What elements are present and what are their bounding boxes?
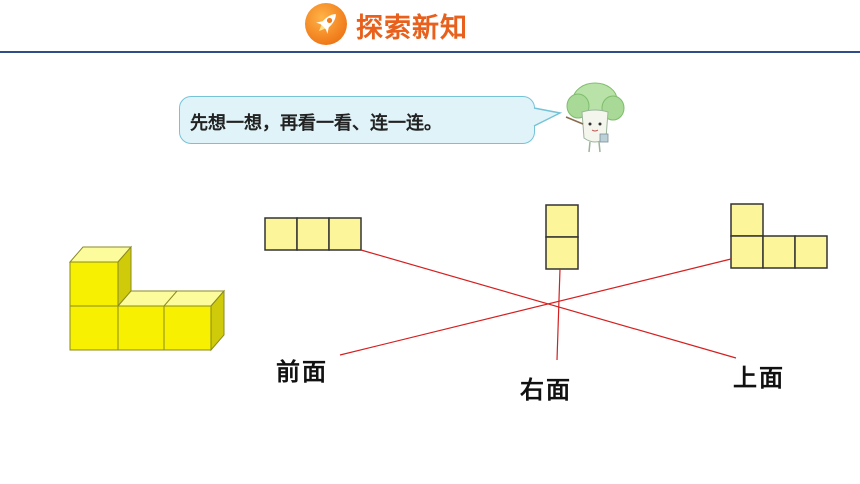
instruction-text: 先想一想，再看一看、连一连。 (190, 113, 442, 134)
connector-lines (339, 249, 737, 361)
cabbage-mascot-icon (565, 82, 625, 153)
page-title: 探索新知 (356, 13, 468, 44)
view-three-in-row (264, 217, 362, 251)
view-l-shape (730, 203, 828, 269)
bubble-tail (533, 107, 563, 127)
connector-front (339, 258, 732, 356)
label-right: 右面 (520, 375, 572, 404)
cube-solid (68, 245, 226, 352)
header-divider (0, 51, 860, 53)
rocket-icon (305, 3, 347, 45)
connector-right (556, 268, 561, 361)
view-two-stacked (545, 204, 579, 270)
label-top: 上面 (733, 363, 785, 392)
header: 探索新知 (0, 0, 860, 56)
label-front: 前面 (276, 357, 328, 386)
instruction-bubble: 先想一想，再看一看、连一连。 (179, 96, 535, 144)
